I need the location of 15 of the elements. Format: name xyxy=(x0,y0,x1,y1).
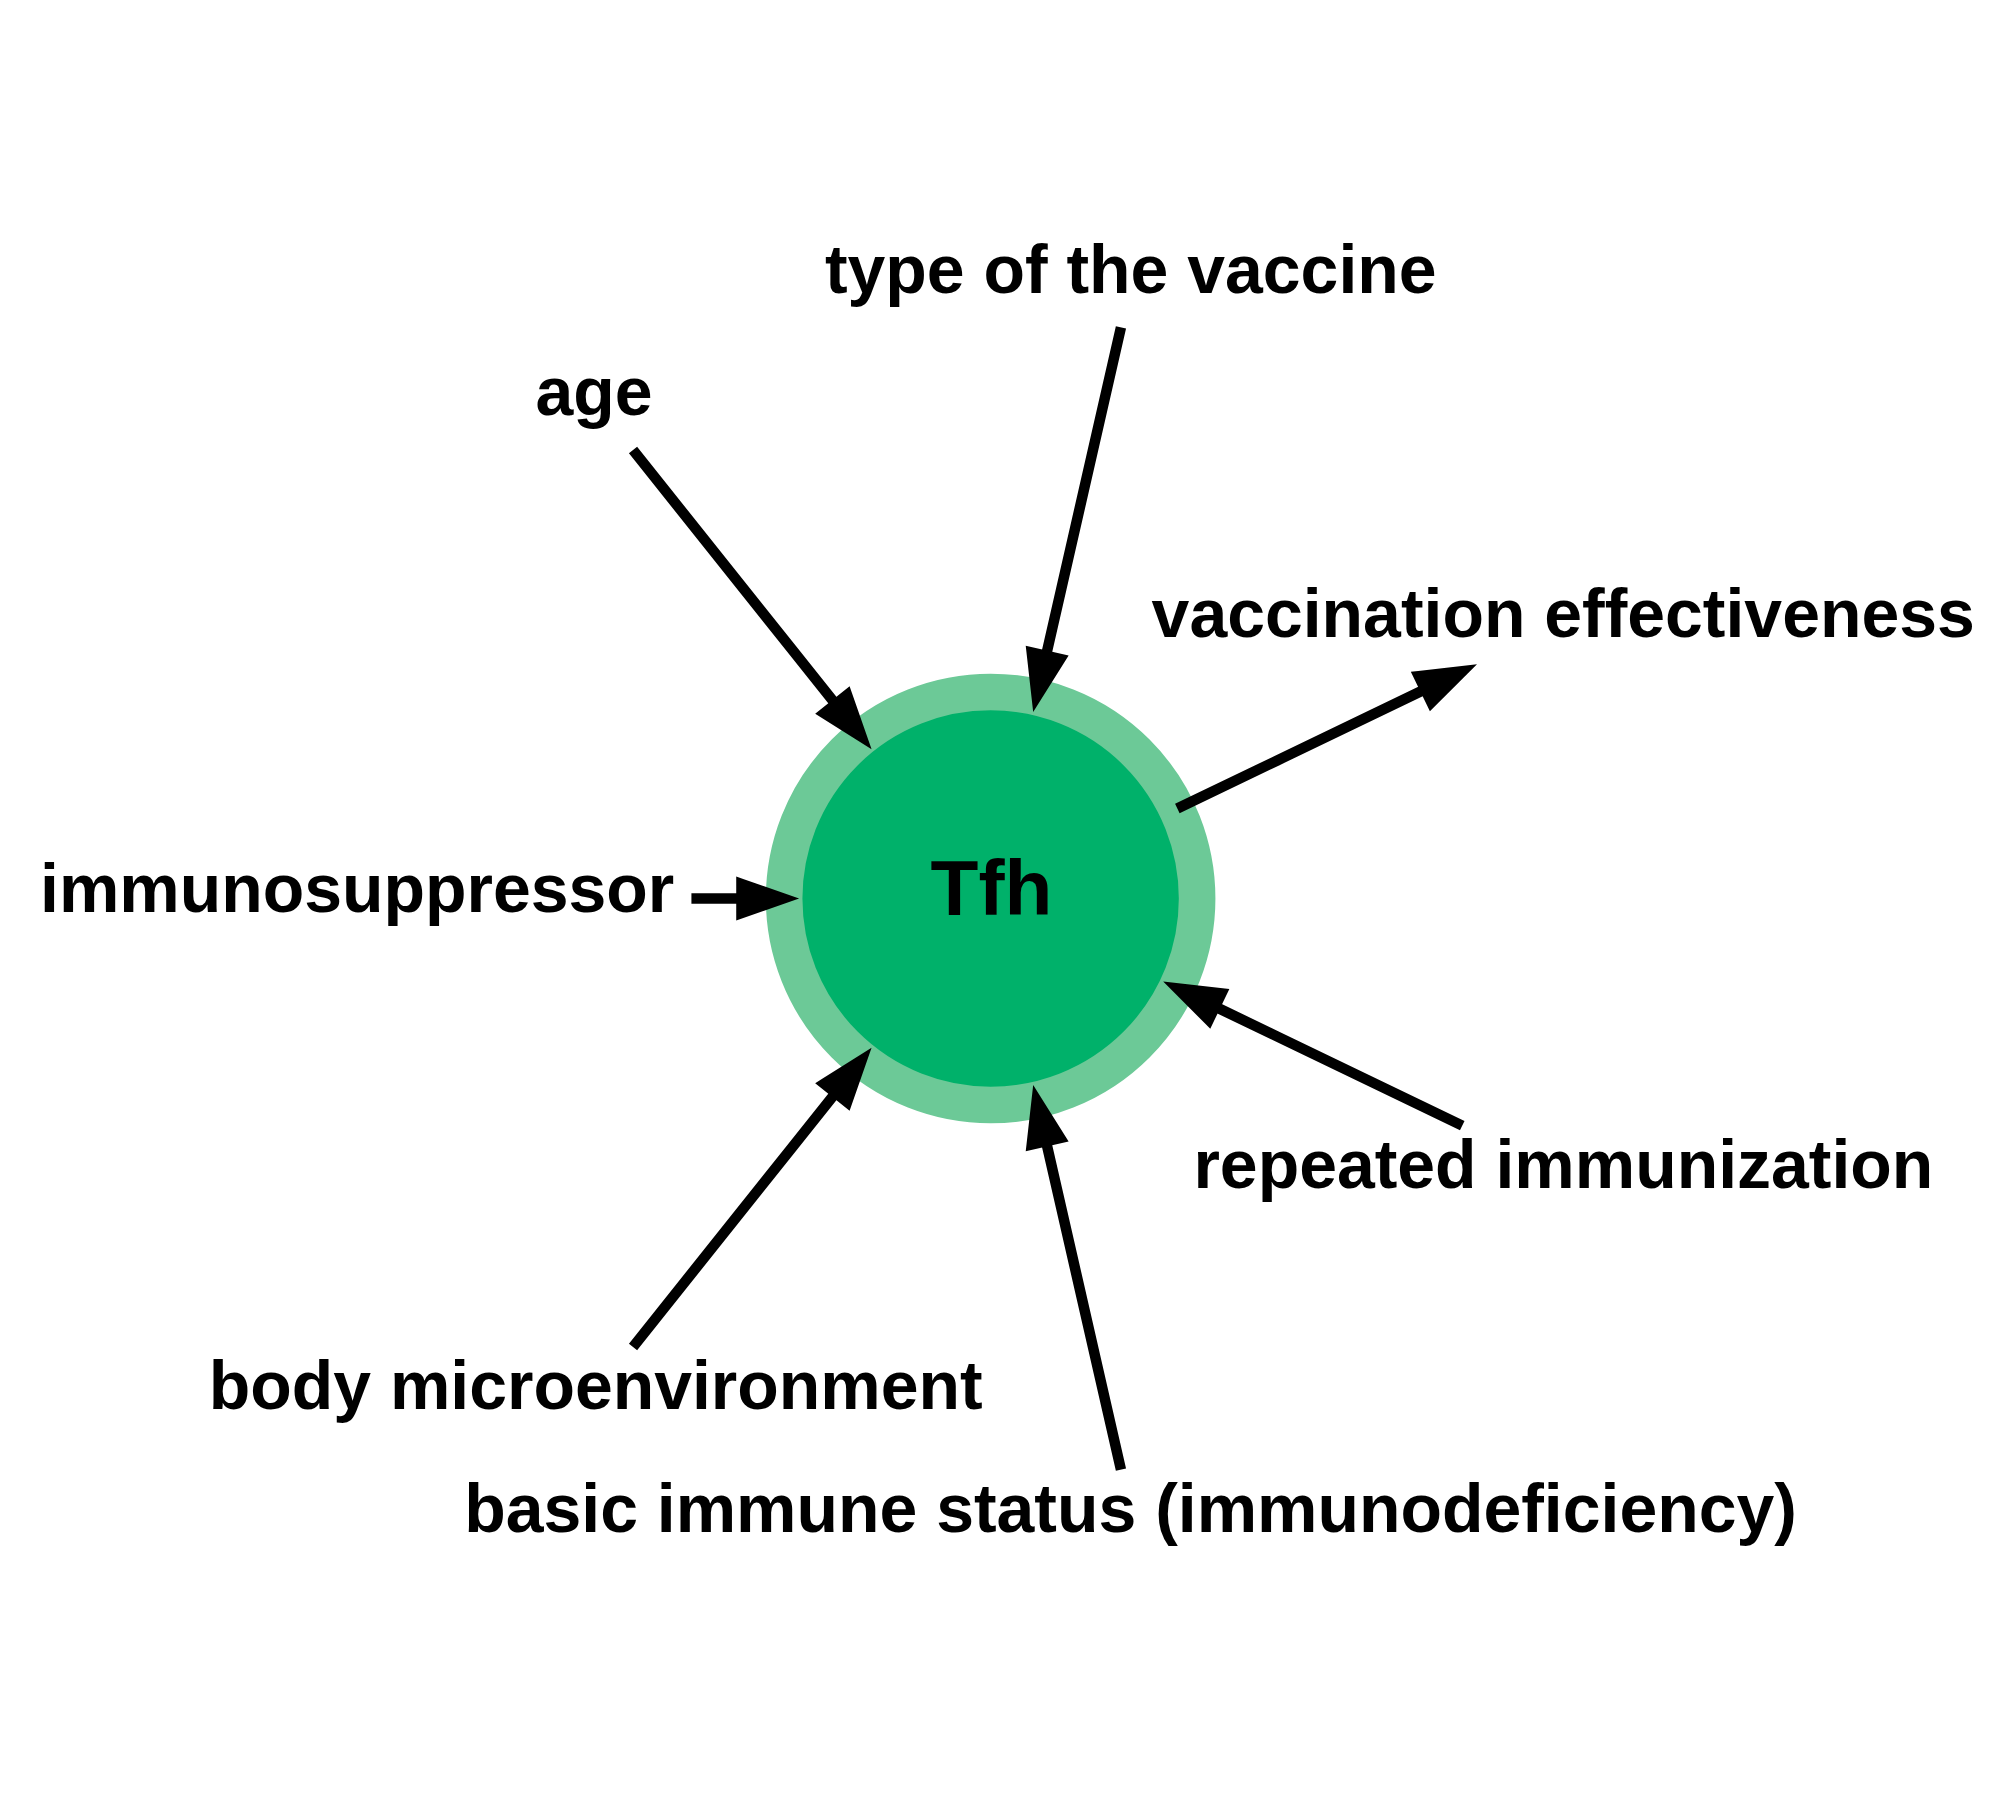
arrow xyxy=(1025,326,1127,712)
node-text: basic immune status (immunodeficiency) xyxy=(464,1470,1797,1547)
arrow xyxy=(628,446,872,750)
node-text: vaccination effectiveness xyxy=(1151,574,1975,651)
node-text: immunosuppressor xyxy=(40,850,675,927)
node-text: age xyxy=(535,353,653,430)
node-text: type of the vaccine xyxy=(824,230,1437,307)
arrow xyxy=(1163,981,1465,1131)
node-circle: Tfh xyxy=(765,673,1216,1124)
arrow xyxy=(691,876,800,921)
arrow xyxy=(628,1047,872,1351)
node-text: repeated immunization xyxy=(1193,1126,1934,1203)
arrow xyxy=(1025,1085,1127,1471)
node-text: body microenvironment xyxy=(208,1347,983,1424)
arrow xyxy=(1175,664,1477,814)
